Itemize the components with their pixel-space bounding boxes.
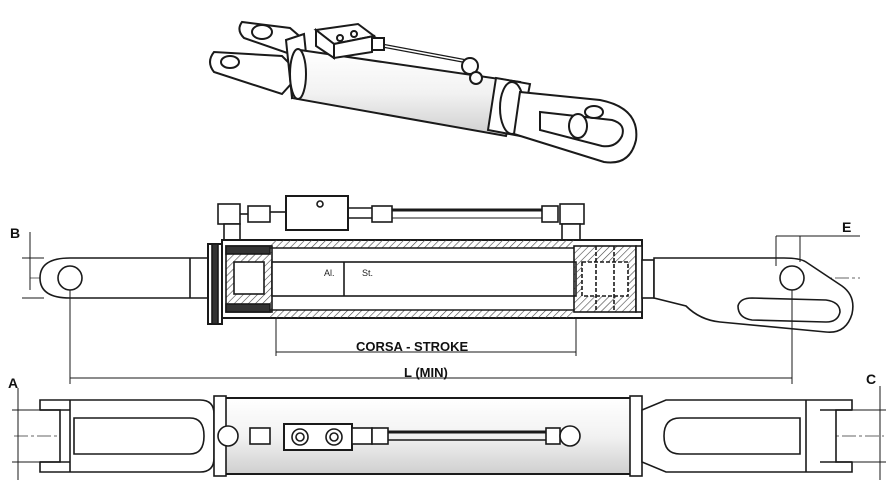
section-view [30,195,860,333]
top-view-dimensions [12,386,886,480]
dim-label-length: L (MIN) [404,365,448,380]
dim-label-b: B [10,225,20,241]
dim-label-a: A [8,375,18,391]
dim-label-al: Al. [324,268,335,278]
dim-label-stroke: CORSA - STROKE [356,339,469,354]
section-dimensions [22,232,860,384]
dim-label-e: E [842,219,851,235]
top-view [14,395,884,477]
isometric-view [209,20,638,164]
dim-label-c: C [866,371,876,387]
dim-label-st: St. [362,268,373,278]
section-valve-block [285,195,349,231]
iso-barrel [290,48,522,138]
